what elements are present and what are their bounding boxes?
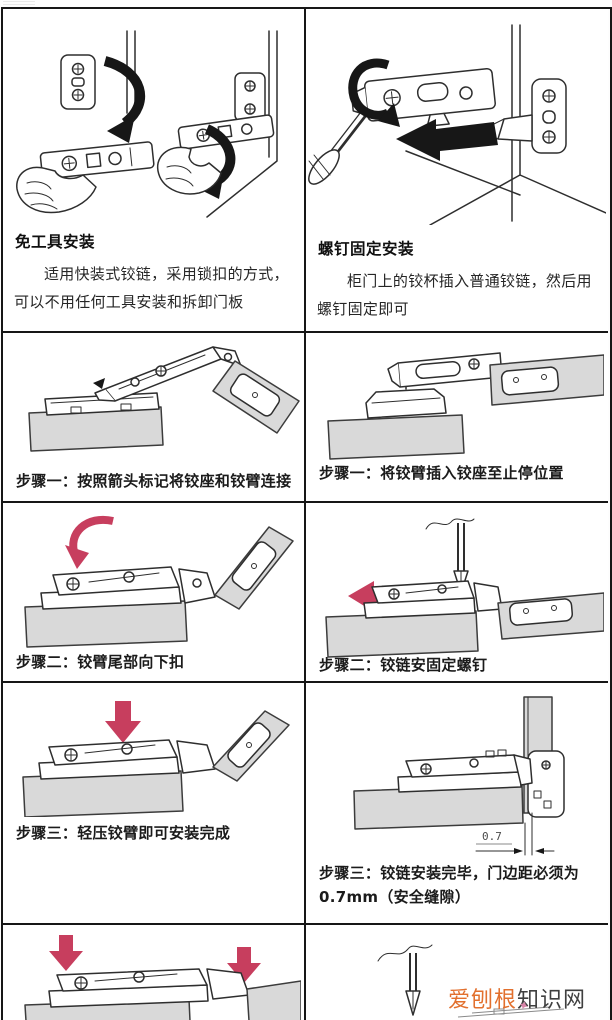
mounting-plate-right (234, 72, 266, 122)
watermark: 爱刨根知识网 (448, 982, 586, 1014)
down-arrow-icon (49, 935, 83, 971)
step-caption: 步骤二：铰臂尾部向下扣 (16, 653, 185, 671)
arrow-mark-icon (93, 378, 105, 389)
step-caption: 步骤二：铰链安固定螺钉 (319, 656, 488, 674)
hinge-body (350, 67, 496, 127)
screw-fix-install-illustration (308, 24, 606, 225)
step2-screw-illustration (325, 518, 604, 658)
hinge-assembly (38, 739, 216, 780)
hinge-assembly (397, 749, 533, 793)
panel-next-left (3, 925, 306, 1020)
screwdriver-icon (308, 108, 370, 185)
rotation-arrow-icon (348, 58, 400, 127)
instruction-grid: 免工具安装 适用快装式铰链，采用锁扣的方式，可以不用任何工具安装和拆卸门板 (1, 7, 612, 1020)
step-caption: 步骤三：铰链安装完毕，门边距必须为0.7mm（安全缝隙） (319, 864, 580, 906)
hinge-arm-left (39, 141, 155, 180)
curved-down-arrow-icon (65, 515, 114, 569)
press-both-illustration (24, 935, 301, 1020)
section-desc-screw-fix: 柜门上的铰杯插入普通铰链，然后用螺钉固定即可 (317, 272, 592, 318)
step-caption: 步骤一：按照箭头标记将铰座和铰臂连接 (16, 472, 292, 490)
door-panel (212, 710, 290, 782)
hinge-elbow (490, 114, 533, 142)
watermark-brand: 爱刨根 (447, 988, 517, 1013)
door-panel (212, 360, 300, 434)
tool-free-install-illustration (16, 30, 278, 218)
mounting-plate-left (60, 54, 96, 110)
board (325, 610, 479, 658)
down-arrow-icon (227, 947, 261, 983)
gap-dimension: 0.7 (475, 812, 555, 856)
section-desc-tool-free: 适用快装式铰链，采用锁扣的方式，可以不用任何工具安装和拆卸门板 (14, 265, 289, 311)
hand-left (16, 166, 97, 214)
screwdriver-next-illustration (377, 944, 565, 1018)
door-panel (214, 526, 294, 610)
dimension-value: 0.7 (482, 830, 502, 843)
cabinet-edge-lines (126, 30, 278, 218)
panel-step3-right: 0.7 步骤三：铰链安装完毕，门边距必须为0.7mm（安全缝隙） (306, 683, 608, 925)
step3-gap-illustration: 0.7 (353, 696, 565, 856)
door-board (353, 784, 524, 830)
step-caption: 步骤一：将铰臂插入铰座至止停位置 (319, 464, 564, 482)
step1-insert-illustration (327, 352, 604, 460)
panel-step2-left: 步骤二：铰臂尾部向下扣 (3, 503, 306, 683)
hinge-partial (457, 1006, 565, 1018)
panel-screw-fix-install: 螺钉固定安装 柜门上的铰杯插入普通铰链，然后用螺钉固定即可 (306, 9, 608, 333)
panel-step1-left: 步骤一：按照箭头标记将铰座和铰臂连接 (3, 333, 306, 503)
door-panel (489, 354, 604, 406)
mounting-plate (527, 750, 565, 818)
hinge-assembly (40, 566, 216, 610)
step2-snap-illustration (24, 515, 294, 648)
panel-step3-left: 步骤三：轻压铰臂即可安装完成 (3, 683, 306, 925)
step-caption: 步骤三：轻压铰臂即可安装完成 (16, 824, 231, 842)
insert-arrow-icon (396, 119, 498, 161)
door-panel (246, 980, 301, 1020)
scan-artifact (3, 1, 35, 6)
rotate-arrow-icon (103, 56, 146, 143)
hinge-assembly (363, 580, 503, 619)
hinge-arm (387, 352, 503, 388)
panel-step1-right: 步骤一：将铰臂插入铰座至止停位置 (306, 333, 608, 503)
section-title-screw-fix: 螺钉固定安装 (318, 240, 415, 258)
panel-step2-right: 步骤二：铰链安固定螺钉 (306, 503, 608, 683)
door-panel (497, 592, 604, 640)
watermark-suffix: 知识网 (516, 988, 586, 1013)
panel-next-right: 爱刨根知识网 ✦ (306, 925, 608, 1020)
hinge-assembly (48, 968, 250, 1008)
mounting-plate (531, 78, 567, 154)
board (327, 414, 465, 460)
hand-right (156, 146, 222, 195)
section-title-tool-free: 免工具安装 (15, 233, 96, 251)
screwdriver-icon (377, 944, 433, 1016)
panel-tool-free-install: 免工具安装 适用快装式铰链，采用锁扣的方式，可以不用任何工具安装和拆卸门板 (3, 9, 306, 333)
down-arrow-icon (105, 701, 141, 743)
step3-press-illustration (22, 701, 290, 817)
step1-connect-illustration (28, 346, 300, 452)
